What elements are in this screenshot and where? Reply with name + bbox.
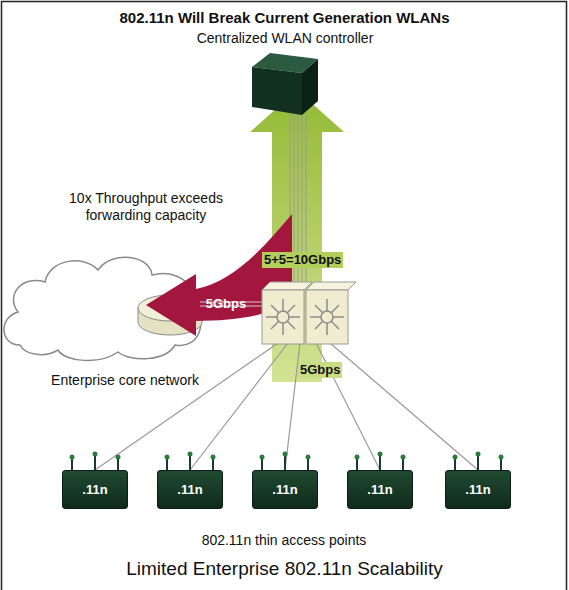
antenna [402, 459, 404, 470]
ap-label: .11n [352, 482, 408, 497]
antenna [307, 459, 309, 470]
access-point: .11n [252, 470, 318, 509]
antenna-tip [499, 455, 504, 460]
access-point: .11n [157, 470, 223, 509]
antenna-tip [188, 452, 193, 457]
ap-label: .11n [162, 482, 218, 497]
group-label: 802.11n thin access points [134, 532, 434, 549]
antenna [189, 456, 191, 470]
antenna-tip [211, 455, 216, 460]
antenna-tip [378, 452, 383, 457]
antenna-tip [70, 455, 75, 460]
bandwidth-label: 5+5=10Gbps [262, 252, 343, 268]
antenna-tip [355, 455, 360, 460]
antenna [166, 459, 168, 470]
antenna [284, 456, 286, 470]
antenna-tip [453, 455, 458, 460]
antenna-tip [476, 452, 481, 457]
antenna [454, 459, 456, 470]
antenna [379, 456, 381, 470]
antenna-tip [306, 455, 311, 460]
antenna-tip [283, 452, 288, 457]
controller-cube [250, 51, 320, 117]
ap-wires [95, 343, 478, 470]
antenna [500, 459, 502, 470]
antenna [94, 456, 96, 470]
node-label: Enterprise core network [30, 372, 220, 389]
ap-label: .11n [67, 482, 123, 497]
antenna [71, 459, 73, 470]
antenna-tip [93, 452, 98, 457]
access-point: .11n [347, 470, 413, 509]
antenna [477, 456, 479, 470]
antenna [212, 459, 214, 470]
access-point: .11n [445, 470, 511, 509]
antennas [70, 452, 504, 471]
node-label: Centralized WLAN controller [184, 30, 386, 47]
caption: Limited Enterprise 802.11n Scalability [20, 558, 549, 581]
note-text: 10x Throughput exceeds forwarding capaci… [58, 190, 234, 224]
antenna-tip [260, 455, 265, 460]
controller: Centralized WLAN controller [184, 30, 386, 117]
antenna-tip [165, 455, 170, 460]
access-point: .11n [62, 470, 128, 509]
antenna [117, 459, 119, 470]
antenna-tip [401, 455, 406, 460]
network-label: Enterprise core network [30, 372, 220, 389]
antenna [356, 459, 358, 470]
bandwidth-label: 5Gbps [298, 362, 342, 378]
ap-label: .11n [257, 482, 313, 497]
antenna-tip [116, 455, 121, 460]
title: 802.11n Will Break Current Generation WL… [20, 9, 549, 27]
bandwidth-label: 5Gbps [202, 296, 250, 312]
switch-icon [262, 282, 356, 344]
ap-label: .11n [450, 482, 506, 497]
antenna [261, 459, 263, 470]
